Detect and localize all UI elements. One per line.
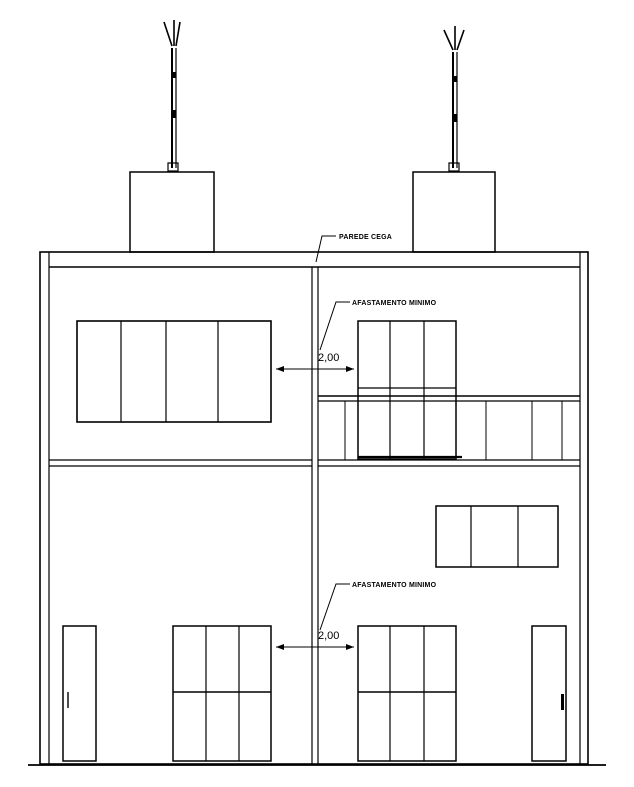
- window-upper-right: [357, 320, 457, 460]
- upper-setback-annotation: AFASTAMENTO MINIMO 2,00: [276, 300, 437, 372]
- window-lower-right-high: [435, 505, 559, 568]
- antenna-right: [443, 26, 465, 172]
- lower-distance-label: 2,00: [318, 630, 339, 642]
- roof-box-right: [412, 171, 496, 253]
- glazed-door-lower-center-right: [357, 625, 457, 762]
- building-outline: [28, 251, 606, 766]
- lower-setback-label: AFASTAMENTO MINIMO: [352, 582, 437, 589]
- wall-annotation: PAREDE CEGA: [315, 234, 392, 263]
- wall-label: PAREDE CEGA: [339, 234, 392, 241]
- balcony-railing: [318, 395, 580, 460]
- window-upper-left: [76, 320, 272, 423]
- antenna-left: [163, 20, 181, 172]
- roof-box-left: [129, 171, 215, 253]
- door-lower-right: [531, 625, 567, 762]
- upper-distance-label: 2,00: [318, 352, 339, 364]
- glazed-door-lower-center-left: [172, 625, 272, 762]
- door-lower-left: [62, 625, 97, 762]
- lower-setback-annotation: AFASTAMENTO MINIMO 2,00: [276, 582, 437, 650]
- upper-setback-label: AFASTAMENTO MINIMO: [352, 300, 437, 307]
